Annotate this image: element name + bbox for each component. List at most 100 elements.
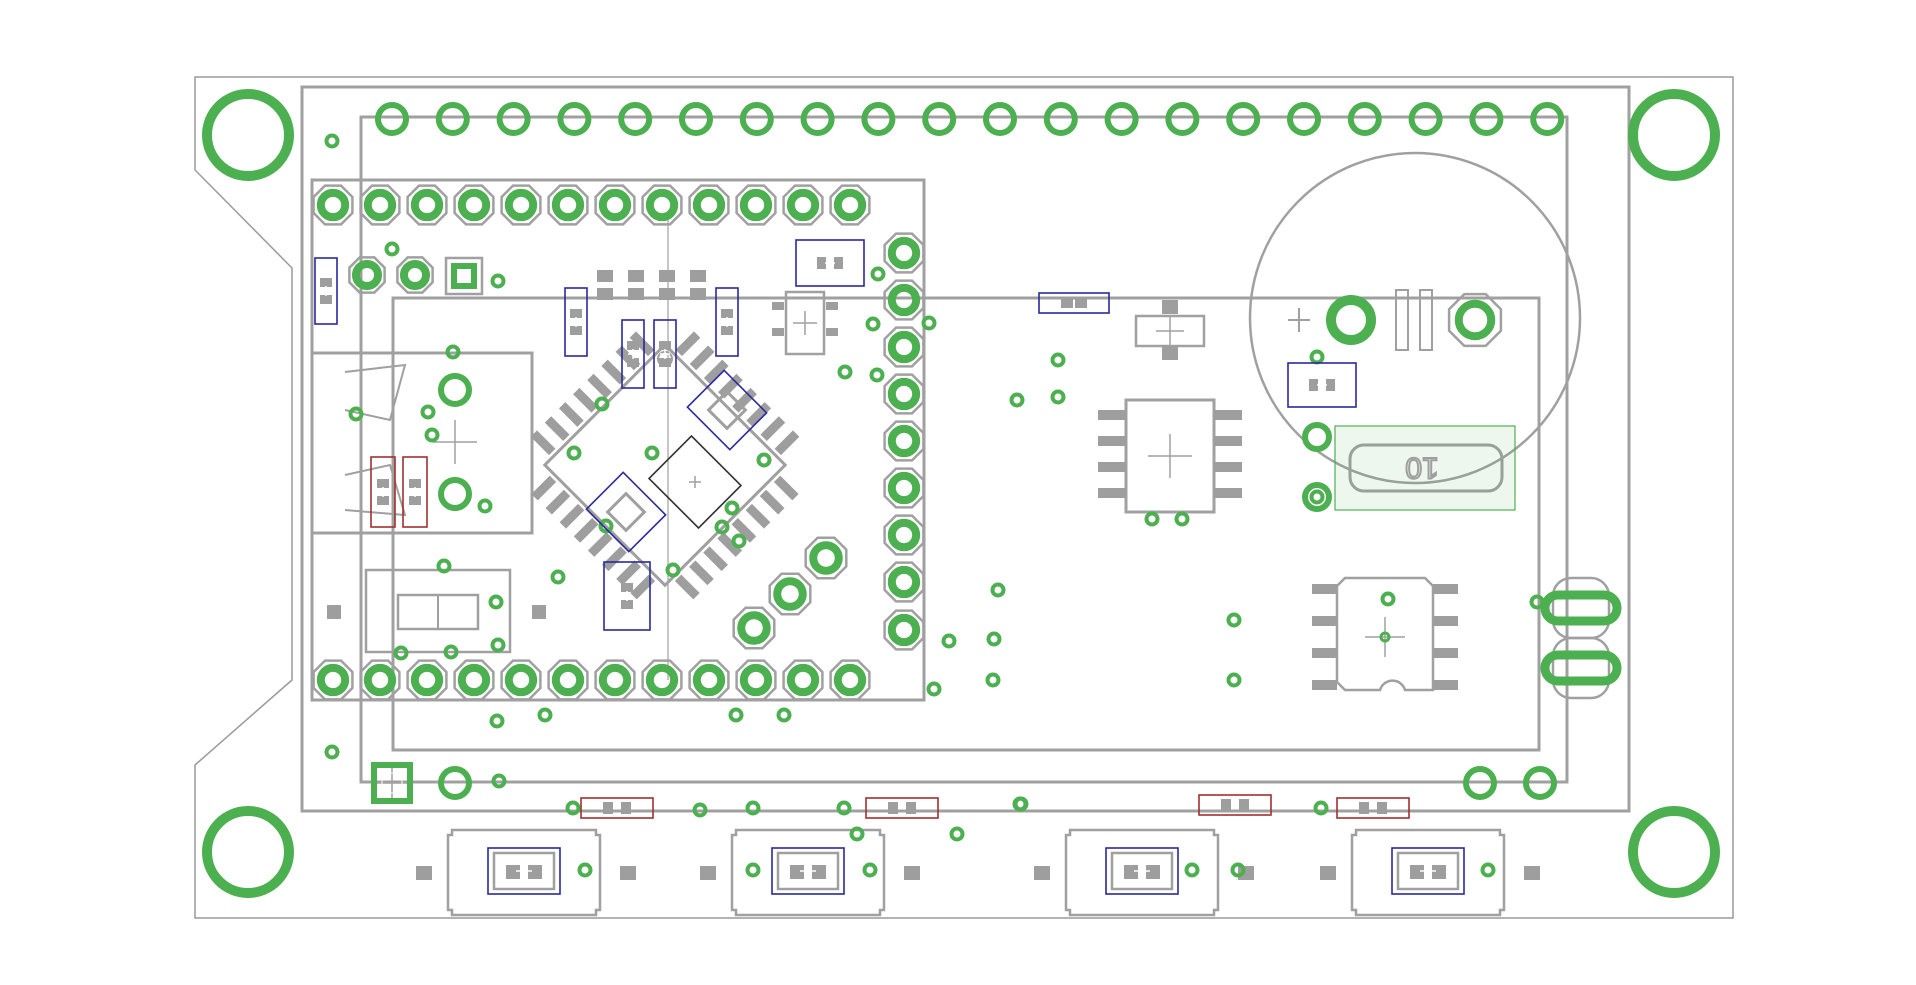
via	[776, 707, 792, 723]
via	[990, 582, 1006, 598]
smd-pad	[700, 866, 716, 880]
smd-pad	[690, 288, 706, 300]
power-slot-pad	[1540, 650, 1622, 686]
qfp-pin	[559, 503, 585, 529]
nano-header-right-pin	[887, 377, 921, 411]
qfp-pin	[601, 359, 627, 385]
cap-pin	[1326, 295, 1376, 345]
via	[1309, 489, 1325, 505]
smd-pad	[377, 479, 389, 488]
nano-header-bottom-pin	[692, 663, 726, 697]
smd-pad	[1326, 379, 1335, 391]
square-pad	[451, 263, 477, 289]
switch-body	[776, 851, 840, 891]
via	[941, 633, 957, 649]
pad-outline	[782, 659, 824, 701]
via	[1309, 349, 1325, 365]
smd-pad	[906, 802, 916, 814]
top-header-pin	[1226, 102, 1261, 136]
pad-outline	[500, 659, 542, 701]
smd-pad	[1312, 584, 1337, 594]
top-header-pin	[1287, 102, 1321, 136]
via	[477, 498, 493, 514]
smd-pad	[627, 341, 639, 350]
smd-pad	[1433, 616, 1458, 626]
smd-part-outline	[795, 239, 865, 287]
nano-header-bottom-pin	[598, 663, 632, 697]
via	[384, 241, 400, 257]
pad-outline	[829, 184, 871, 226]
usb-shell	[344, 463, 407, 517]
three-pin-header-pin	[399, 259, 431, 291]
two-pin-header-pin	[438, 766, 472, 800]
soic-center-via	[1379, 631, 1391, 643]
smd-pad	[597, 270, 613, 282]
smd-pad	[772, 302, 784, 310]
via	[324, 133, 340, 149]
smd-pad	[1214, 436, 1242, 446]
top-header-pin	[800, 102, 835, 136]
switch-cap-outline	[771, 847, 845, 895]
diagonal-pin	[773, 577, 807, 611]
top-header-pin	[679, 102, 713, 136]
smd-pad	[1098, 436, 1126, 446]
qfp-pin	[760, 416, 786, 441]
nano-header-right-pin	[887, 518, 921, 552]
board-edge	[194, 76, 1734, 919]
pad-outline	[688, 659, 730, 701]
via	[1009, 392, 1025, 408]
top-header-pin	[1104, 102, 1139, 136]
smd-pad	[772, 328, 784, 336]
mounting-hole-bottom-left	[202, 806, 294, 898]
top-header-pin	[1043, 102, 1078, 136]
smd-pad	[1162, 300, 1178, 314]
nano-header-bottom-pin	[551, 663, 585, 697]
via	[443, 644, 459, 660]
axial-resistor-area	[1334, 425, 1516, 511]
qfp-pin	[689, 560, 714, 586]
smd-pad	[659, 270, 675, 282]
qfp-pin	[544, 416, 570, 441]
via	[836, 800, 852, 816]
top-header-pin	[922, 102, 957, 136]
via	[1529, 594, 1545, 610]
tactile-switch-1	[446, 828, 602, 917]
rotated-cap	[686, 369, 768, 451]
smd-pad	[1433, 680, 1458, 690]
smd-pad	[603, 802, 613, 814]
qfp-pin	[774, 430, 800, 456]
qfp-pin	[558, 402, 584, 427]
nano-header-top-pin	[786, 188, 820, 222]
part-outlines-layer	[314, 239, 1516, 895]
via	[420, 404, 436, 420]
qfp-pin	[689, 345, 715, 371]
smd-pad	[1098, 462, 1126, 472]
smd-pad	[790, 865, 804, 879]
qfp-pin	[602, 546, 627, 572]
pad-outline	[735, 184, 777, 226]
via	[870, 266, 886, 282]
via	[926, 681, 942, 697]
smd-pad	[659, 358, 671, 367]
via	[865, 316, 881, 332]
via	[745, 800, 761, 816]
smd-pad	[1312, 680, 1337, 690]
pad-outline	[359, 659, 401, 701]
top-header-pin	[435, 102, 470, 136]
qfp-pin	[745, 503, 771, 529]
smd-pad	[620, 866, 636, 880]
pad-outline	[359, 184, 401, 226]
via	[1480, 862, 1496, 878]
via	[488, 594, 504, 610]
pad-outline	[782, 184, 824, 226]
smd-pad	[1214, 462, 1242, 472]
lcd-outline	[391, 296, 1541, 752]
top-header-pin	[1408, 102, 1443, 136]
smd-pad	[320, 278, 332, 287]
via	[566, 445, 582, 461]
nano-header-right-pin	[887, 471, 921, 505]
qfp-pin	[746, 402, 772, 427]
smd-part-outline	[370, 456, 396, 528]
smd-pad	[659, 288, 675, 300]
via	[745, 862, 761, 878]
